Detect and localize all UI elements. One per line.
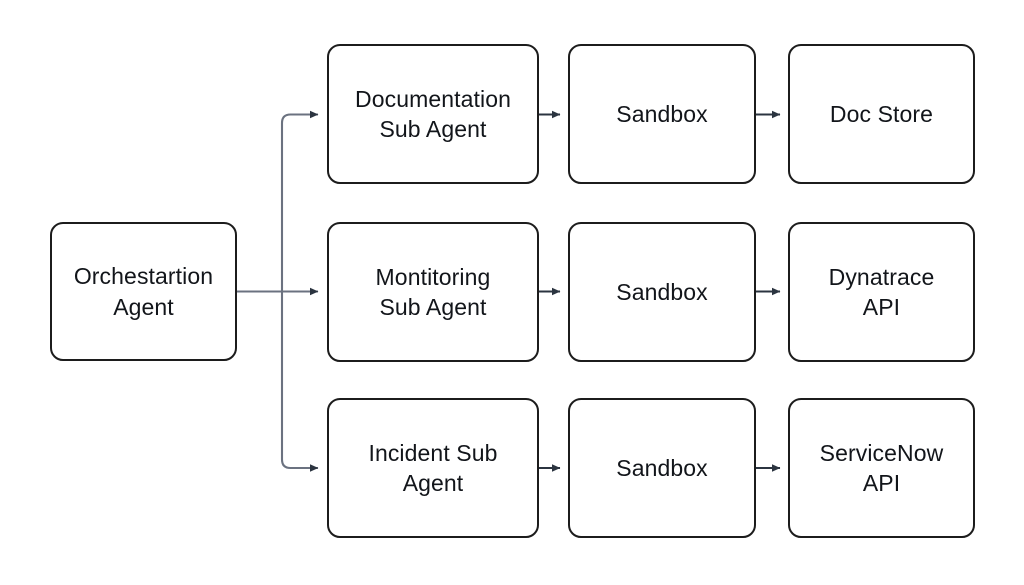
edge-orchestration-to-documentation — [280, 110, 319, 292]
node-monitoring-sub-agent-label: Montitoring Sub Agent — [375, 263, 491, 320]
node-incident-sub-agent[interactable]: Incident Sub Agent — [327, 398, 539, 538]
node-sandbox-row3[interactable]: Sandbox — [568, 398, 756, 538]
node-doc-store[interactable]: Doc Store — [788, 44, 975, 184]
node-servicenow-api-label: ServiceNow API — [819, 439, 944, 496]
edge-orchestration-to-incident — [280, 291, 319, 472]
node-dynatrace-api[interactable]: Dynatrace API — [788, 222, 975, 362]
node-orchestration-agent-label: Orchestartion Agent — [73, 263, 214, 320]
node-sandbox-row1-label: Sandbox — [616, 100, 708, 127]
node-monitoring-sub-agent[interactable]: Montitoring Sub Agent — [327, 222, 539, 362]
node-documentation-sub-agent[interactable]: Documentation Sub Agent — [327, 44, 539, 184]
node-documentation-sub-agent-label: Documentation Sub Agent — [355, 85, 511, 142]
node-sandbox-row2[interactable]: Sandbox — [568, 222, 756, 362]
node-servicenow-api[interactable]: ServiceNow API — [788, 398, 975, 538]
node-sandbox-row2-label: Sandbox — [616, 278, 708, 305]
node-sandbox-row3-label: Sandbox — [616, 454, 708, 481]
node-doc-store-label: Doc Store — [829, 100, 934, 127]
node-sandbox-row1[interactable]: Sandbox — [568, 44, 756, 184]
node-orchestration-agent[interactable]: Orchestartion Agent — [50, 222, 237, 361]
node-dynatrace-api-label: Dynatrace API — [828, 263, 935, 320]
node-incident-sub-agent-label: Incident Sub Agent — [368, 439, 498, 496]
